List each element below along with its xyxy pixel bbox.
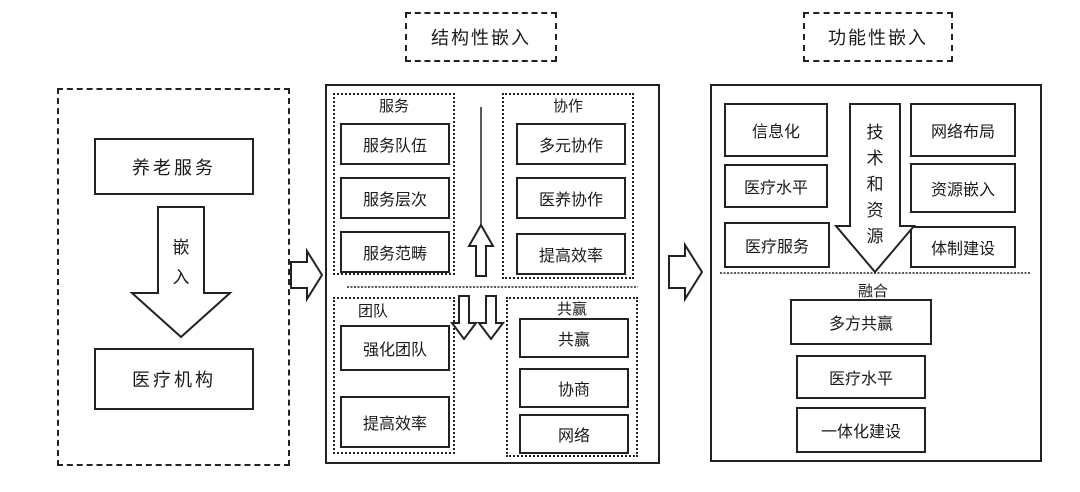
function-right-item: 体制建设 bbox=[910, 226, 1016, 268]
winwin-item: 网络 bbox=[519, 414, 629, 454]
tech-arrow-char: 术 bbox=[866, 148, 884, 169]
right-arrow-2 bbox=[668, 241, 704, 303]
medical-institution-label: 医疗机构 bbox=[132, 370, 216, 391]
cooperation-group-title: 协作 bbox=[552, 96, 583, 115]
service-item: 服务范畴 bbox=[340, 231, 450, 273]
down-arrow-1 bbox=[450, 295, 478, 341]
functional-embedding-title: 功能性嵌入 bbox=[803, 12, 953, 62]
medical-institution-box: 医疗机构 bbox=[94, 348, 254, 410]
team-item: 强化团队 bbox=[340, 325, 450, 371]
service-item: 服务层次 bbox=[340, 177, 450, 219]
tech-arrow-char: 源 bbox=[866, 226, 884, 247]
embed-arrow-char: 入 bbox=[172, 267, 190, 288]
embedding-panel bbox=[57, 88, 290, 466]
function-left-item: 医疗水平 bbox=[724, 164, 828, 208]
team-item: 提高效率 bbox=[340, 396, 450, 448]
service-item: 服务队伍 bbox=[340, 123, 450, 165]
tech-resource-arrow bbox=[833, 103, 917, 274]
winwin-group-title: 共赢 bbox=[556, 299, 587, 318]
structural-embedding-title: 结构性嵌入 bbox=[405, 12, 557, 62]
function-left-item: 信息化 bbox=[724, 103, 828, 157]
winwin-item: 协商 bbox=[519, 368, 629, 408]
cooperation-item: 多元协作 bbox=[516, 123, 626, 165]
service-group bbox=[333, 93, 455, 275]
winwin-item: 共赢 bbox=[519, 318, 629, 358]
function-right-item: 网络布局 bbox=[910, 103, 1016, 157]
up-arrow bbox=[467, 222, 495, 277]
cooperation-item: 提高效率 bbox=[516, 233, 626, 275]
functional-panel bbox=[710, 84, 1042, 462]
elderly-care-service-label: 养老服务 bbox=[132, 157, 216, 179]
down-arrow-2 bbox=[477, 295, 505, 341]
service-group-title: 服务 bbox=[378, 96, 409, 115]
fusion-item: 一体化建设 bbox=[796, 407, 926, 453]
cooperation-item: 医养协作 bbox=[516, 177, 626, 219]
tech-arrow-char: 和 bbox=[866, 174, 884, 195]
structural-panel bbox=[325, 84, 660, 464]
function-right-item: 资源嵌入 bbox=[910, 163, 1016, 213]
embed-arrow-char: 嵌 bbox=[172, 237, 190, 258]
cooperation-group bbox=[502, 93, 634, 279]
team-group bbox=[333, 297, 455, 454]
fusion-label: 融合 bbox=[857, 281, 888, 300]
function-left-item: 医疗服务 bbox=[724, 222, 830, 268]
tech-arrow-char: 资 bbox=[866, 200, 884, 221]
embed-down-arrow bbox=[129, 206, 233, 339]
right-arrow-1 bbox=[290, 247, 324, 303]
tech-arrow-char: 技 bbox=[866, 122, 884, 143]
elderly-care-service-box: 养老服务 bbox=[94, 138, 254, 195]
fusion-item: 医疗水平 bbox=[796, 355, 926, 399]
team-group-title: 团队 bbox=[357, 301, 388, 320]
winwin-group bbox=[506, 297, 638, 457]
fusion-item: 多方共赢 bbox=[790, 299, 932, 345]
